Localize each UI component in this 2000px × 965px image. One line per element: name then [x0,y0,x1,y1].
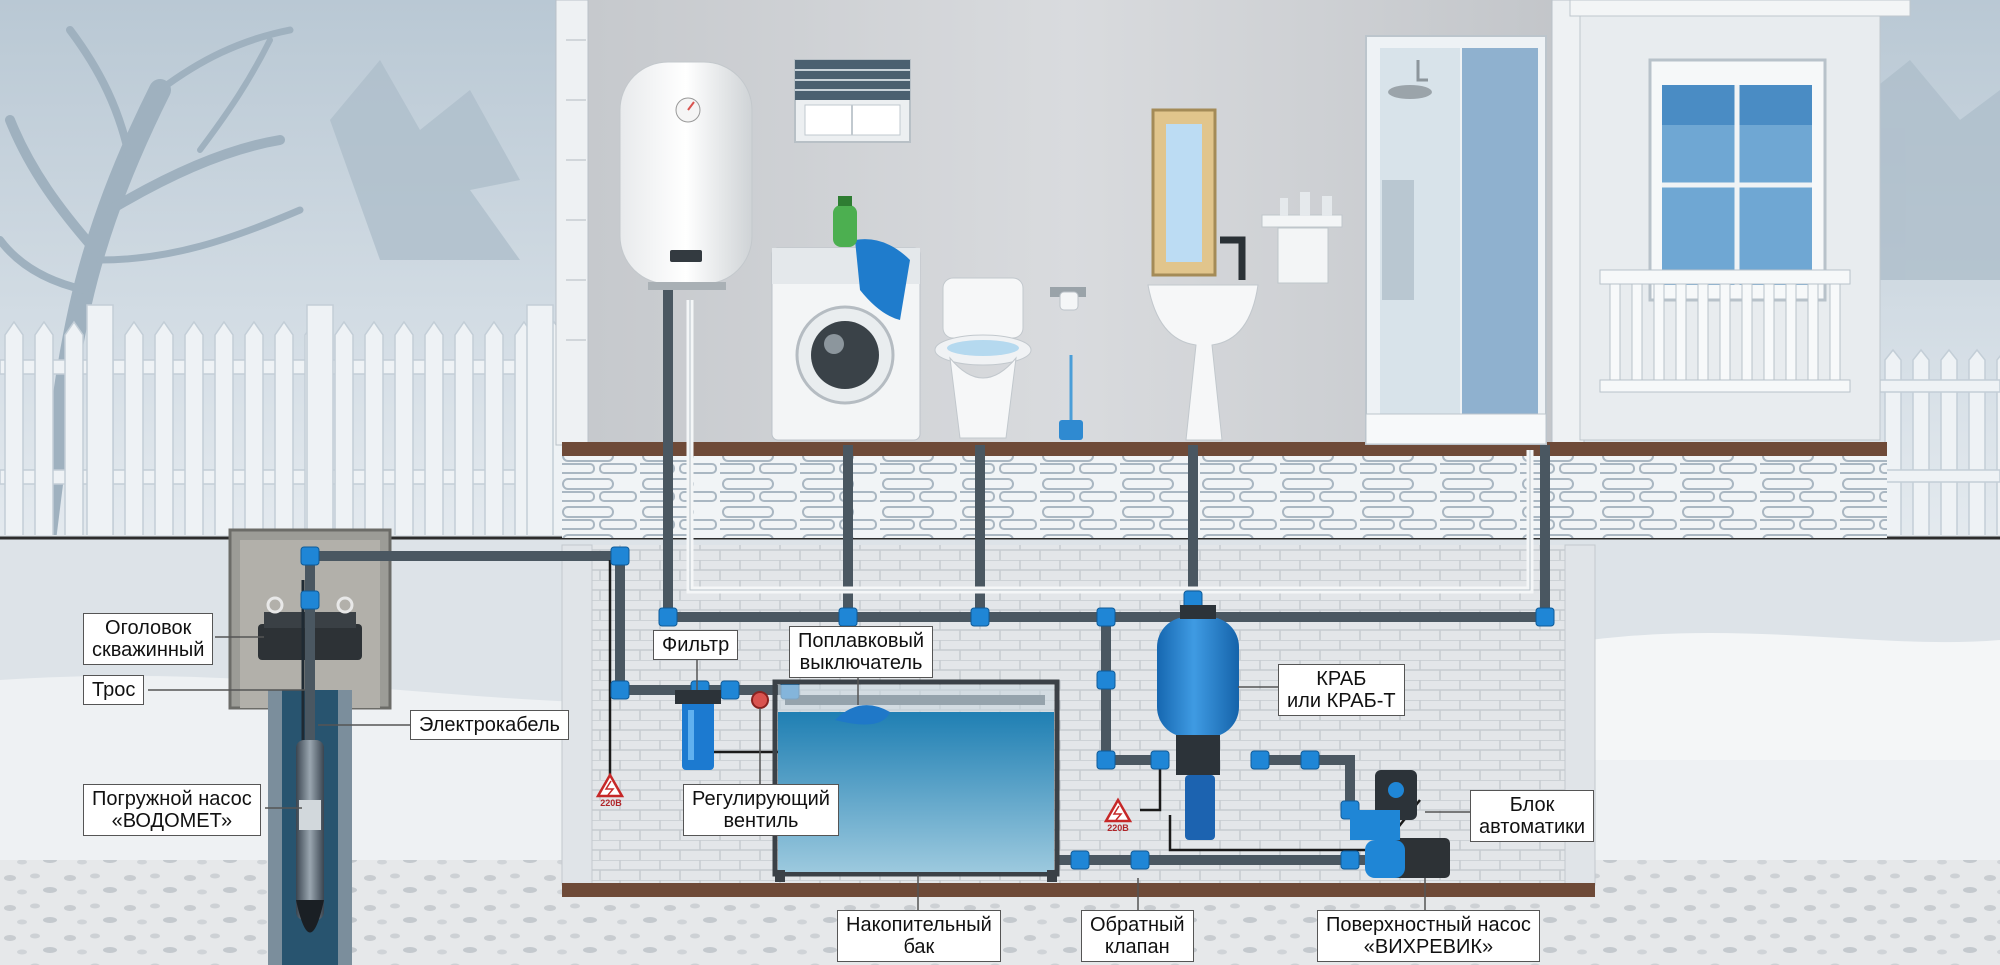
label-wellhead: Оголовок скважинный [83,613,214,665]
fence-icon [0,304,2000,541]
storage-tank-icon [772,679,1060,882]
label-accumulator: КРАБ или КРАБ-Т [1278,664,1405,716]
window-icon [1648,58,1827,302]
toilet-icon [934,277,1032,439]
label-line: Регулирующий [692,788,830,810]
label-automation-unit: Блок автоматики [1470,790,1595,842]
label-line: Поверхностный насос [1326,914,1531,936]
voltage-label-right: 220В [1107,823,1129,833]
surface-pump-icon [1350,770,1450,878]
submersible-pump-icon [296,740,324,933]
label-rope: Трос [83,675,145,705]
label-line: вентиль [723,810,799,832]
voltage-label-left: 220В [600,798,622,808]
label-line: Оголовок [105,617,192,639]
label-line: Погружной насос [92,788,252,810]
window-icon [794,59,911,143]
label-line: бак [903,936,935,958]
wellhead-icon [258,596,362,660]
label-line: Накопительный [846,914,992,936]
label-line: Поплавковый [798,630,925,652]
label-line: скважинный [92,639,205,661]
label-regulating-valve: Регулирующий вентиль [683,784,839,836]
label-check-valve: Обратный клапан [1081,910,1194,962]
label-line: «ВИХРЕВИК» [1363,936,1494,958]
label-storage-tank: Накопительный бак [837,910,1001,962]
label-line: Электрокабель [419,714,560,736]
filter-icon [675,690,721,770]
warning-triangle-icon [595,772,625,798]
label-line: клапан [1104,936,1170,958]
label-line: «ВОДОМЕТ» [111,810,233,832]
shower-cabin-icon [1365,35,1547,445]
label-line: КРАБ [1316,668,1367,690]
tree-icon [0,26,304,551]
label-line: выключатель [799,652,923,674]
boiler-icon [619,61,753,290]
sink-icon [1147,236,1259,441]
label-electric-cable: Электрокабель [410,710,569,740]
accumulator-icon [1157,605,1239,840]
label-line: автоматики [1479,816,1586,838]
warning-triangle-icon [1103,797,1133,823]
label-line: или КРАБ-Т [1287,690,1396,712]
label-filter: Фильтр [653,630,739,660]
label-line: Блок [1509,794,1555,816]
label-float-switch: Поплавковый выключатель [789,626,934,678]
label-line: Обратный [1090,914,1185,936]
washing-machine-icon [771,196,921,441]
label-line: Трос [92,679,136,701]
label-surface-pump: Поверхностный насос «ВИХРЕВИК» [1317,910,1540,962]
label-line: Фильтр [662,634,730,656]
label-submersible-pump: Погружной насос «ВОДОМЕТ» [83,784,261,836]
